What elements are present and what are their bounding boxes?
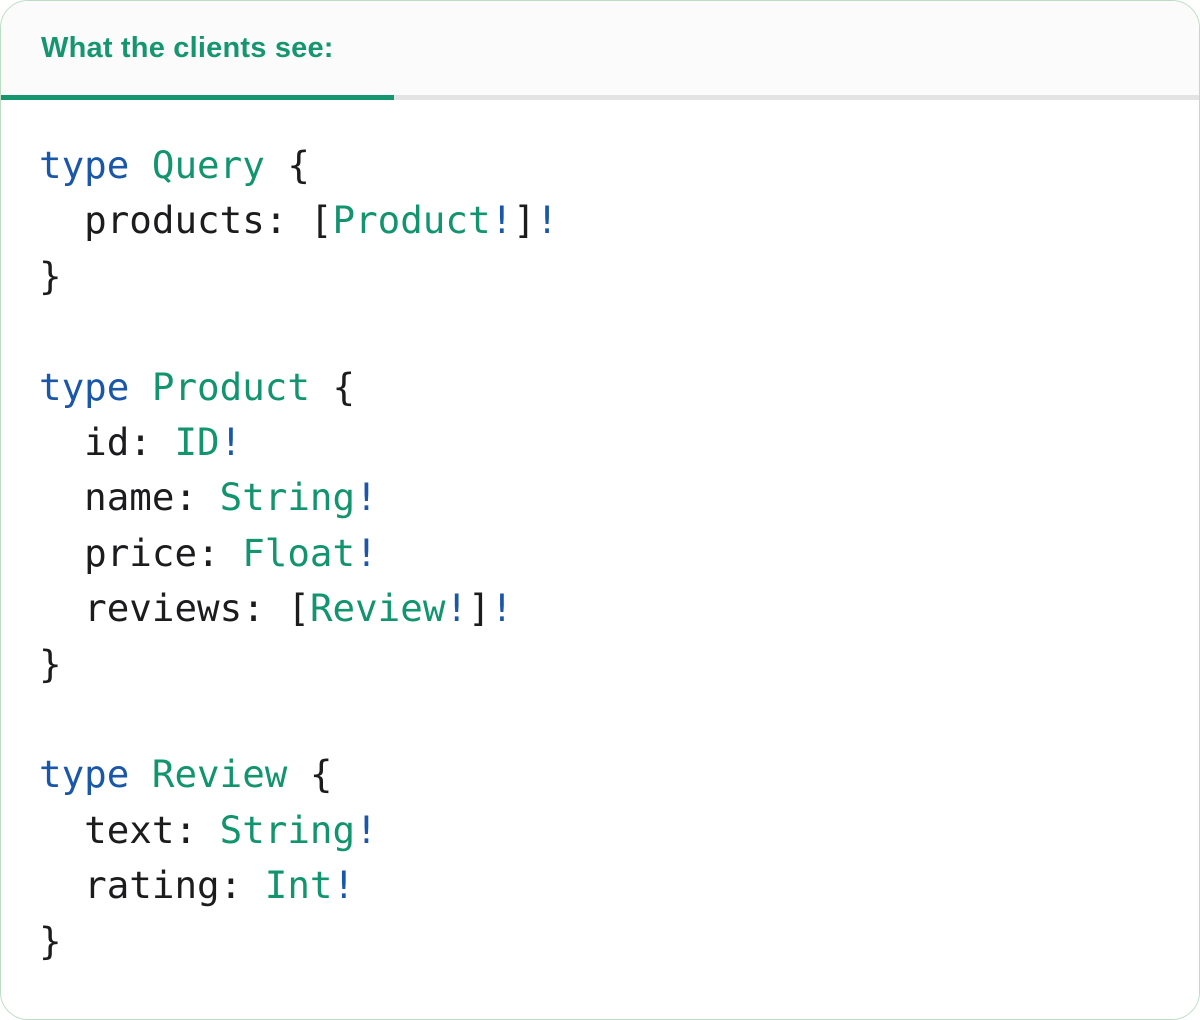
code-line: price: Float! (39, 530, 378, 575)
code-line: reviews: [Review!]! (39, 586, 514, 631)
code-line: name: String! (39, 475, 378, 520)
code-line: } (39, 253, 62, 298)
code-line: rating: Int! (39, 863, 356, 908)
code-line: products: [Product!]! (39, 198, 559, 243)
code-line: } (39, 918, 62, 963)
code-line: } (39, 641, 62, 686)
code-line: type Review { (39, 752, 333, 797)
code-line (39, 304, 1159, 359)
code-line (39, 692, 1159, 747)
tab-what-clients-see[interactable]: What the clients see: (1, 1, 334, 95)
tab-bar: What the clients see: (1, 1, 1199, 100)
code-line: id: ID! (39, 420, 243, 465)
code-line: type Product { (39, 364, 356, 409)
graphql-schema-code: type Query { products: [Product!]!} type… (1, 100, 1199, 1010)
code-line: text: String! (39, 807, 378, 852)
active-tab-indicator (1, 95, 394, 100)
code-line: type Query { (39, 143, 310, 187)
tab-label: What the clients see: (41, 31, 334, 64)
